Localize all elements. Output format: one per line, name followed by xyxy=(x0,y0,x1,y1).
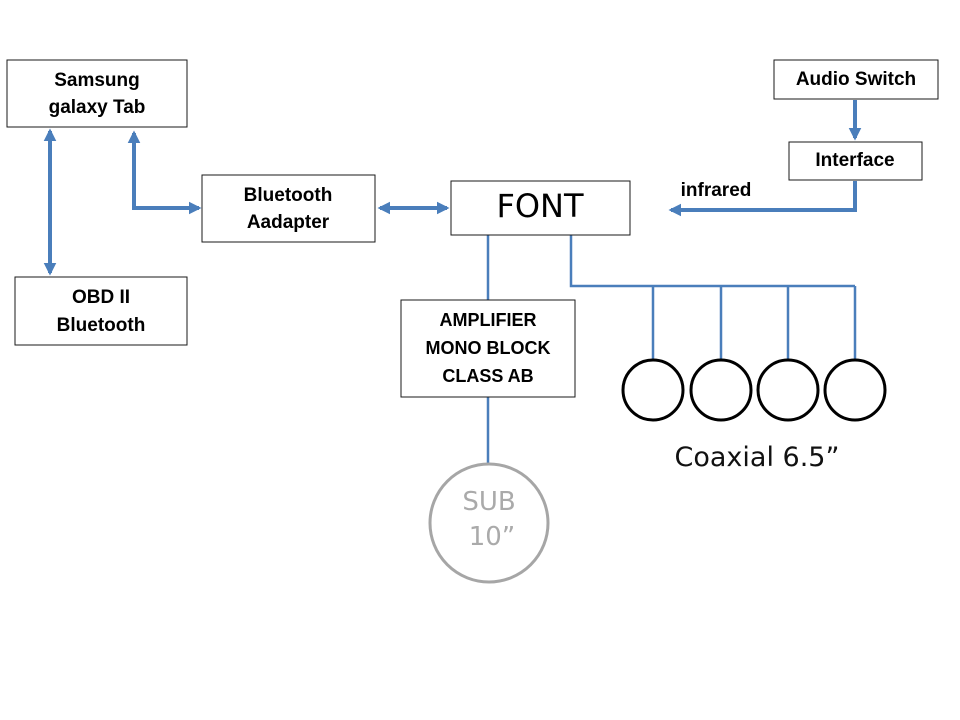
font-speaker-bus xyxy=(569,235,855,288)
obd-label-line1: OBD II xyxy=(72,287,130,308)
coaxial-speaker-3 xyxy=(756,358,820,422)
subwoofer: SUB 10” xyxy=(428,462,550,584)
connectors xyxy=(43,100,862,466)
bt-adapter-label-line1: Bluetooth xyxy=(244,185,333,206)
interface-font-infrared-arrow xyxy=(668,181,857,217)
amplifier-block: AMPLIFIER MONO BLOCK CLASS AB xyxy=(400,299,576,398)
subwoofer-circle xyxy=(428,462,550,584)
coaxial-speakers: Coaxial 6.5” xyxy=(621,358,887,473)
samsung-bt-adapter-arrow xyxy=(127,130,202,215)
obd-bluetooth-block: OBD II Bluetooth xyxy=(14,276,188,346)
interface-block: Interface xyxy=(788,141,923,181)
amplifier-label-line3: CLASS AB xyxy=(442,366,533,386)
bt-adapter-label-line2: Aadapter xyxy=(247,212,330,233)
samsung-label-line2: galaxy Tab xyxy=(49,97,146,118)
samsung-label-line1: Samsung xyxy=(54,70,140,91)
font-label: FONT xyxy=(496,187,584,225)
amplifier-label-line2: MONO BLOCK xyxy=(426,338,551,358)
infrared-label: infrared xyxy=(681,180,752,201)
coaxial-speaker-1 xyxy=(621,358,685,422)
coaxial-speaker-4 xyxy=(823,358,887,422)
coaxial-speaker-2 xyxy=(689,358,753,422)
amplifier-label-line1: AMPLIFIER xyxy=(440,310,537,330)
samsung-galaxy-tab-block: Samsung galaxy Tab xyxy=(6,59,188,128)
audio-switch-block: Audio Switch xyxy=(773,59,939,100)
coaxial-label: Coaxial 6.5” xyxy=(675,442,840,473)
obd-label-line2: Bluetooth xyxy=(57,315,146,336)
subwoofer-label-line2: 10” xyxy=(469,522,516,552)
bluetooth-adapter-block: Bluetooth Aadapter xyxy=(201,174,376,243)
subwoofer-label-line1: SUB xyxy=(462,487,515,517)
audio-switch-label: Audio Switch xyxy=(796,69,916,90)
interface-label: Interface xyxy=(815,150,894,171)
font-block: FONT xyxy=(450,180,631,236)
